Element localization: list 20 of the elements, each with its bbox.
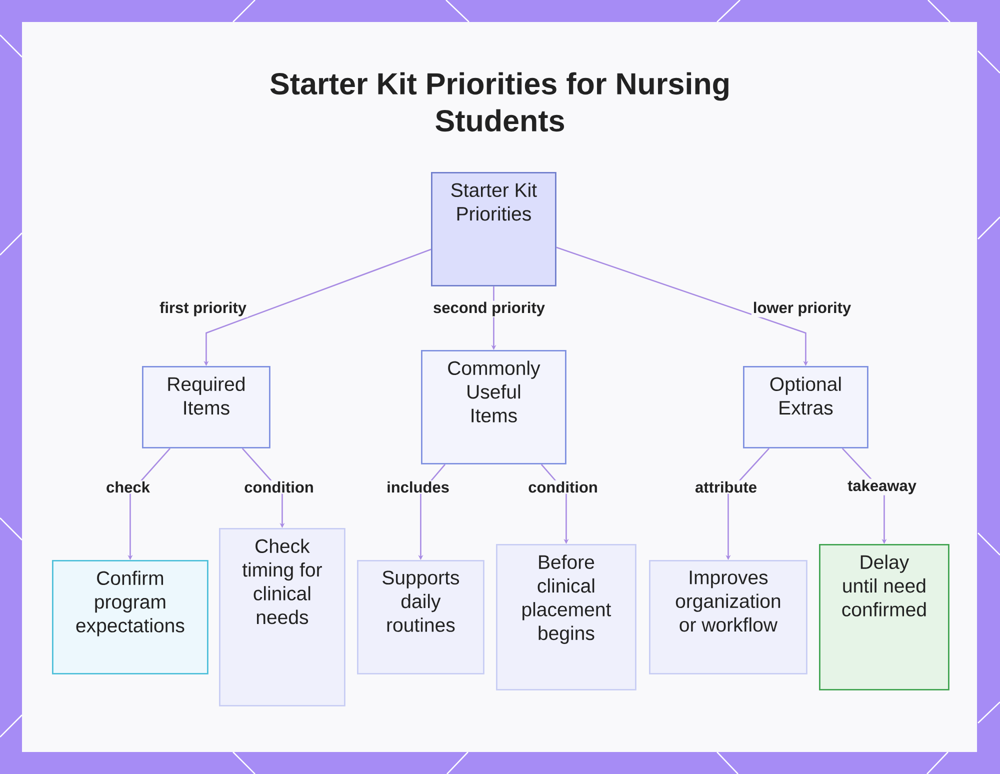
category-box: Optional Extras: [743, 366, 868, 448]
edge-label: second priority: [432, 300, 546, 318]
note-box: Improves organization or workflow: [649, 560, 808, 674]
title: Starter Kit Priorities for Nursing Students: [270, 72, 728, 132]
category-box: Required Items: [142, 366, 270, 448]
edge-label: attribute: [694, 480, 758, 494]
edge-label: takeaway: [846, 478, 918, 496]
note-box: Delay until need confirmed: [819, 544, 950, 690]
note-box: Supports daily routines: [357, 560, 484, 674]
edge-label: first priority: [158, 300, 248, 318]
edge-label: lower priority: [751, 300, 853, 318]
edge-label: includes: [385, 480, 451, 494]
edge-label: condition: [242, 480, 316, 494]
note-box: Before clinical placement begins: [496, 544, 636, 690]
topic-box: Starter Kit Priorities: [431, 172, 556, 286]
note-box: Confirm program expectations: [52, 560, 208, 674]
category-box: Commonly Useful Items: [421, 350, 566, 464]
edge-label: condition: [526, 480, 600, 494]
note-box: Check timing for clinical needs: [219, 528, 346, 706]
edge-label: check: [104, 480, 152, 494]
